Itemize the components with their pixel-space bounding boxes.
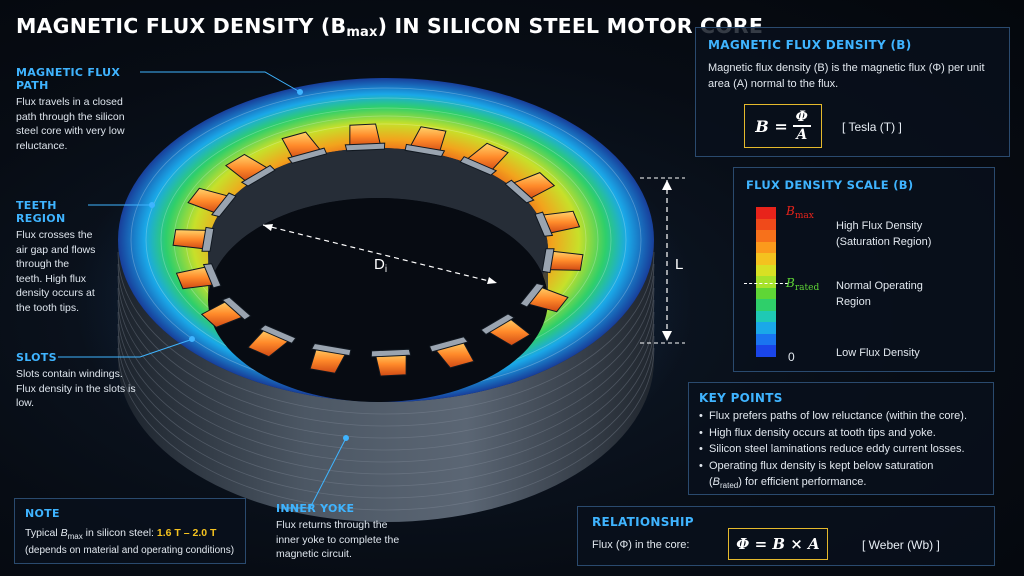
callout-teeth-text: Flux crosses the air gap and flows throu… <box>16 229 96 314</box>
colorbar-segment <box>756 310 776 323</box>
note-line1: Typical Bmax in silicon steel: 1.6 T – 2… <box>25 527 217 542</box>
tooth-tip <box>344 142 386 152</box>
callout-inner-yoke-text: Flux returns through the inner yoke to c… <box>276 519 400 560</box>
normal-flux-label: Normal Operating Region <box>836 280 923 308</box>
tooth-tip <box>428 336 469 353</box>
callout-teeth-heading: TEETH REGION <box>16 199 66 225</box>
key-points-heading: KEY POINTS <box>699 391 783 405</box>
definition-heading: MAGNETIC FLUX DENSITY (B) <box>708 38 912 52</box>
key-points-panel: KEY POINTS Flux prefers paths of low rel… <box>688 382 994 495</box>
callout-inner-yoke-heading: INNER YOKE <box>276 502 355 515</box>
scale-panel: FLUX DENSITY SCALE (B) <box>733 167 995 372</box>
key-point-item: Operating flux density is kept below sat… <box>699 458 983 495</box>
tooth-tip <box>404 143 446 158</box>
brated-label: Brated <box>786 276 820 293</box>
colorbar-segment <box>756 207 776 219</box>
tooth-tip <box>534 211 554 237</box>
tooth-tip <box>221 296 252 321</box>
relationship-panel: RELATIONSHIP <box>577 506 995 566</box>
key-point-item: Flux prefers paths of low reluctance (wi… <box>699 408 983 425</box>
callout-flux-path-text: Flux travels in a closed path through th… <box>16 96 125 152</box>
tooth-tip <box>519 282 545 308</box>
definition-panel: MAGNETIC FLUX DENSITY (B) Magnetic flux … <box>695 27 1010 157</box>
relationship-heading: RELATIONSHIP <box>592 515 694 529</box>
tooth-tip <box>201 226 215 252</box>
tooth-tip <box>211 192 237 218</box>
relationship-text: Flux (Φ) in the core: <box>592 539 690 551</box>
scale-heading: FLUX DENSITY SCALE (B) <box>746 178 914 192</box>
note-line2: (depends on material and operating condi… <box>25 545 235 557</box>
tooth-tip <box>504 179 535 204</box>
colorbar-segment <box>756 253 776 265</box>
tooth-tip <box>258 324 297 344</box>
callout-slots-heading: SLOTS <box>16 351 57 364</box>
callout-flux-path: MAGNETIC FLUX PATH Flux travels in a clo… <box>16 66 146 153</box>
weber-unit: [ Weber (Wb) ] <box>862 538 940 552</box>
colorbar-segment <box>756 241 776 254</box>
tooth-tip <box>310 342 352 357</box>
tooth-tip <box>370 348 412 358</box>
key-point-item: Silicon steel laminations reduce eddy cu… <box>699 441 983 458</box>
high-flux-label: High Flux Density (Saturation Region) <box>836 220 932 248</box>
length-label: L <box>675 256 684 273</box>
colorbar-segment <box>756 230 776 242</box>
flux-formula: Φ = B × A <box>728 528 828 560</box>
page-title: MAGNETIC FLUX DENSITY (Bmax) IN SILICON … <box>16 14 764 40</box>
colorbar-segment <box>756 299 776 311</box>
definition-text: Magnetic flux density (B) is the magneti… <box>708 62 985 90</box>
flux-density-formula: B = Φ A <box>744 104 822 148</box>
motor-core-diagram <box>58 71 690 522</box>
brated-marker <box>744 283 788 284</box>
colorbar-segment <box>756 345 776 357</box>
tooth-tip <box>459 156 498 176</box>
callout-flux-path-heading: MAGNETIC FLUX PATH <box>16 66 121 92</box>
colorbar-segment <box>756 276 776 288</box>
note-heading: NOTE <box>25 507 60 520</box>
zero-label: 0 <box>788 350 795 364</box>
flux-colorbar <box>756 207 776 357</box>
tooth-tip <box>480 313 516 336</box>
bmax-label: Bmax <box>786 204 814 221</box>
callout-inner-yoke: INNER YOKE Flux returns through the inne… <box>276 502 406 562</box>
note-panel: NOTE Typical Bmax in silicon steel: 1.6 … <box>14 498 246 564</box>
callout-slots: SLOTS Slots contain windings. Flux densi… <box>16 351 136 411</box>
tesla-unit: [ Tesla (T) ] <box>842 120 902 134</box>
low-flux-label: Low Flux Density <box>836 347 920 359</box>
tooth-tip <box>287 147 328 164</box>
tooth-tip <box>240 164 276 187</box>
key-points-list: Flux prefers paths of low reluctance (wi… <box>699 408 983 495</box>
tooth-tip <box>541 248 555 274</box>
colorbar-segment <box>756 264 776 277</box>
colorbar-segment <box>756 322 776 334</box>
colorbar-segment <box>756 333 776 346</box>
tooth-tip <box>202 263 222 289</box>
callout-slots-text: Slots contain windings. Flux density in … <box>16 368 136 409</box>
colorbar-segment <box>756 218 776 231</box>
inner-diameter-label: Di <box>374 256 388 275</box>
callout-teeth: TEETH REGION Flux crosses the air gap an… <box>16 199 96 315</box>
colorbar-segment <box>756 287 776 300</box>
key-point-item: High flux density occurs at tooth tips a… <box>699 425 983 442</box>
